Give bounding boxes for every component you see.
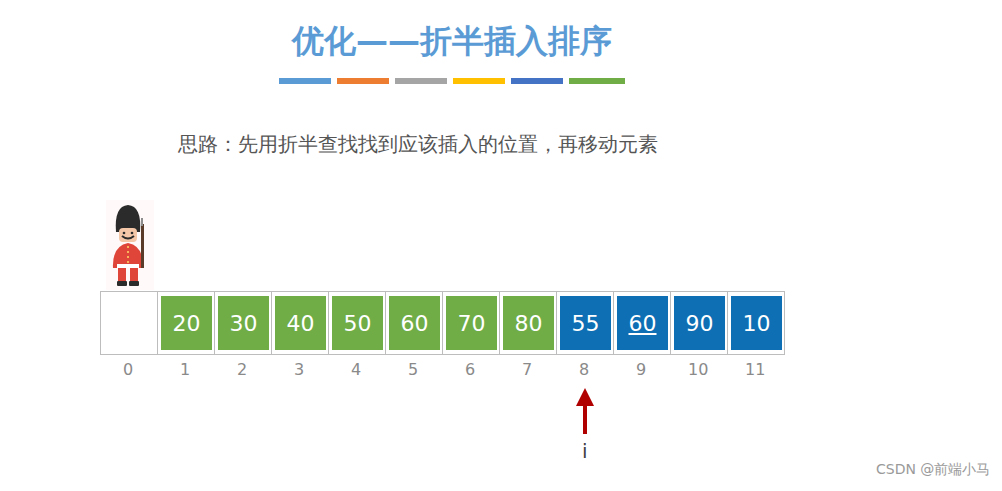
index-number: 7: [522, 360, 532, 379]
cell-value: 20: [173, 311, 201, 336]
index-number: 2: [237, 360, 247, 379]
index-number: 1: [180, 360, 190, 379]
color-bar: [279, 78, 331, 84]
array-cell: 10: [731, 296, 782, 350]
array-cell: 40: [275, 296, 326, 350]
index-number: 6: [465, 360, 475, 379]
color-bar: [569, 78, 625, 84]
array-cell: 80: [503, 296, 554, 350]
cell-value: 40: [287, 311, 315, 336]
cell-value: 60: [629, 311, 657, 336]
cell-value: 55: [572, 311, 600, 336]
cell-value: 70: [458, 311, 486, 336]
array-cell: 30: [218, 296, 269, 350]
index-number: 4: [351, 360, 361, 379]
cell-value: 10: [743, 311, 771, 336]
array-cell: 60: [389, 296, 440, 350]
cell-value: 60: [401, 311, 429, 336]
cell-value: 30: [230, 311, 258, 336]
index-number: 10: [688, 360, 708, 379]
index-number: 8: [579, 360, 589, 379]
array-cell: 20: [161, 296, 212, 350]
pointer-label: i: [582, 439, 588, 463]
index-number: 5: [408, 360, 418, 379]
cell-value: 50: [344, 311, 372, 336]
index-number: 11: [745, 360, 765, 379]
array-cell: 70: [446, 296, 497, 350]
index-number: 0: [123, 360, 133, 379]
array-cell: 60: [617, 296, 668, 350]
cell-value: 80: [515, 311, 543, 336]
note: 思路：先用折半查找找到应该插入的位置，再移动元素: [178, 131, 658, 158]
array-cell: 90: [674, 296, 725, 350]
guard-figure: [106, 200, 154, 290]
array-cell: 50: [332, 296, 383, 350]
index-number: 9: [636, 360, 646, 379]
title: 优化——折半插入排序: [292, 20, 612, 64]
array-cell: 55: [560, 296, 611, 350]
pointer-arrow: [576, 388, 594, 434]
array-outline: [101, 291, 785, 355]
color-bar: [453, 78, 505, 84]
watermark: CSDN @前端小马: [876, 461, 990, 479]
color-bar: [337, 78, 389, 84]
index-number: 3: [294, 360, 304, 379]
color-bar: [511, 78, 563, 84]
cell-value: 90: [686, 311, 714, 336]
color-bar: [395, 78, 447, 84]
